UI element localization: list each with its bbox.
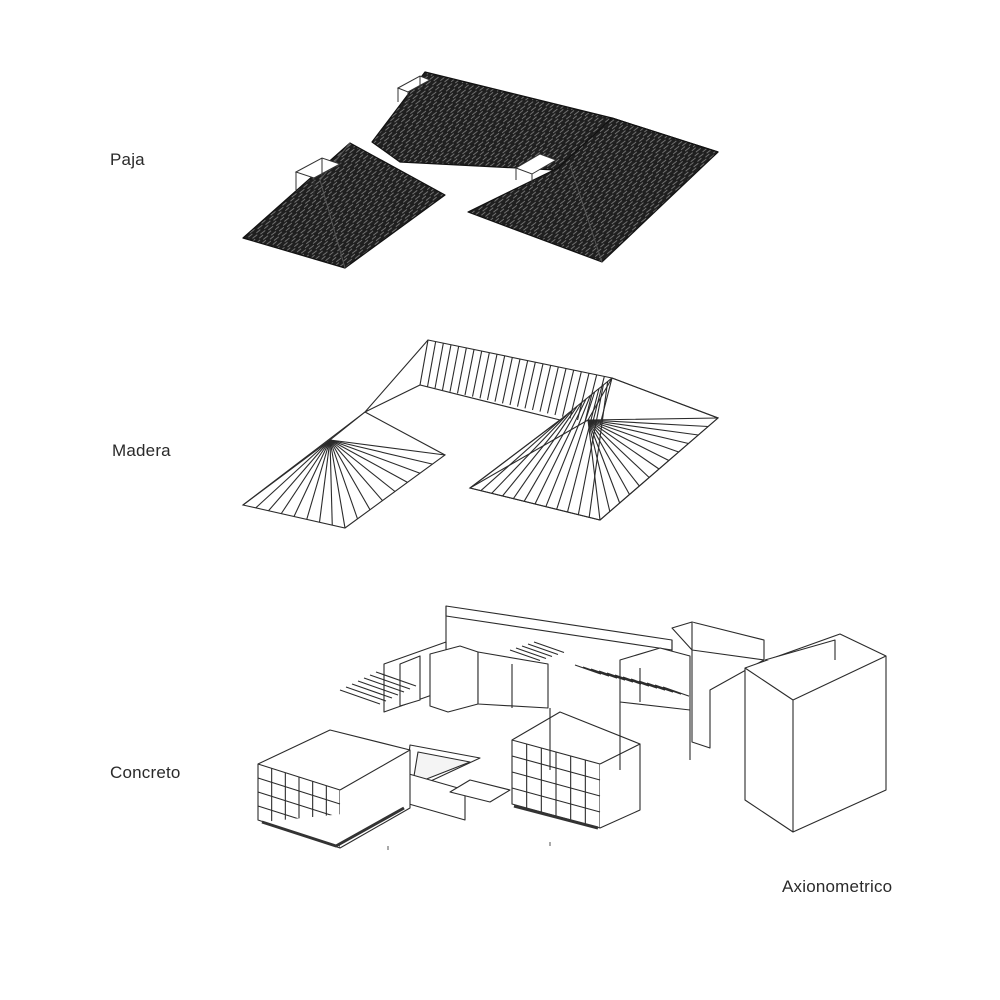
rafter xyxy=(293,439,331,517)
pergola-slat xyxy=(351,683,393,699)
rafter xyxy=(539,365,552,412)
rafter xyxy=(566,388,600,513)
window-transom xyxy=(511,787,601,813)
roof-vent-frames xyxy=(294,75,558,196)
rafter xyxy=(494,355,506,402)
rafter xyxy=(588,381,609,518)
rafter xyxy=(531,363,544,411)
pergola-slat xyxy=(630,678,658,689)
rafter xyxy=(329,439,359,520)
window-transom xyxy=(511,771,601,797)
rafter xyxy=(587,419,611,512)
pergola-slat xyxy=(375,671,417,687)
rafter xyxy=(318,439,331,523)
window-transom xyxy=(257,791,341,819)
pergola-slat xyxy=(357,680,399,696)
pergola-slat xyxy=(527,643,559,656)
pergola-slat xyxy=(369,674,411,690)
rafter xyxy=(561,369,575,417)
rafter xyxy=(479,352,490,399)
rafter xyxy=(502,409,574,497)
rafter xyxy=(556,391,596,510)
rafter xyxy=(587,419,699,436)
rafter xyxy=(577,384,604,515)
pergola-slat xyxy=(345,686,387,702)
pergola-slat xyxy=(638,680,666,691)
rafter xyxy=(591,376,605,424)
pergola-slat xyxy=(590,668,618,679)
view-label: Axionometrico xyxy=(782,877,893,896)
rafter xyxy=(329,439,408,483)
rafter xyxy=(587,419,709,428)
rafter xyxy=(329,439,433,465)
rafter xyxy=(584,374,598,422)
rafter xyxy=(545,395,591,507)
rafter xyxy=(480,416,565,492)
rafter xyxy=(587,419,660,470)
rafter xyxy=(329,439,421,474)
rafter xyxy=(587,419,679,453)
rafter xyxy=(554,368,567,416)
window-transom xyxy=(257,777,341,805)
rafter xyxy=(512,405,578,499)
pergola-slat xyxy=(515,647,547,660)
rafter xyxy=(329,439,383,501)
pergola-slat xyxy=(654,684,682,695)
rafter xyxy=(523,402,583,502)
rafter xyxy=(516,360,529,407)
rafter xyxy=(255,439,331,509)
rafter xyxy=(524,362,536,409)
rafter xyxy=(464,349,475,396)
window-transom xyxy=(511,755,601,781)
rafter xyxy=(587,419,621,504)
layer-label-madera: Madera xyxy=(112,441,171,460)
rafter xyxy=(587,419,640,487)
rafter xyxy=(306,439,331,520)
layer-label-concreto: Concreto xyxy=(110,763,181,782)
rafter xyxy=(268,439,331,512)
rafter xyxy=(441,344,452,391)
rafter xyxy=(491,412,570,494)
rafter xyxy=(509,358,521,406)
rafter xyxy=(599,377,613,426)
pergola-slat xyxy=(509,649,541,662)
pergola-slat xyxy=(662,686,690,697)
rafter xyxy=(486,354,498,401)
pergola-slat xyxy=(606,672,634,683)
rafter xyxy=(419,339,429,386)
rafter xyxy=(471,350,483,397)
pergola-slat xyxy=(533,641,565,654)
concrete-structure xyxy=(257,605,887,849)
rafter xyxy=(329,439,333,526)
rafter xyxy=(456,347,467,394)
pergola-slat xyxy=(574,664,602,675)
pergola-slat xyxy=(339,689,381,705)
rafter xyxy=(587,419,650,478)
pergola-slat xyxy=(614,674,642,685)
rafter xyxy=(501,357,513,404)
rafter xyxy=(534,398,587,505)
timber-frame xyxy=(241,339,720,529)
layer-label-paja: Paja xyxy=(110,150,145,169)
ground-marks xyxy=(387,842,551,850)
rafter xyxy=(280,439,331,514)
rafter xyxy=(587,419,689,445)
rafter xyxy=(329,439,371,511)
rafter xyxy=(546,366,559,414)
rafter xyxy=(587,419,630,495)
pergola-slat xyxy=(521,645,553,658)
rafter xyxy=(449,346,460,392)
rafter xyxy=(434,343,444,389)
pergola-slat xyxy=(582,666,610,677)
pergola-slat xyxy=(646,682,674,693)
rafter xyxy=(426,341,437,387)
pergola-slat xyxy=(622,676,650,687)
pergola-slat xyxy=(598,670,626,681)
pergola-slat xyxy=(363,677,405,693)
rafter xyxy=(329,439,396,492)
